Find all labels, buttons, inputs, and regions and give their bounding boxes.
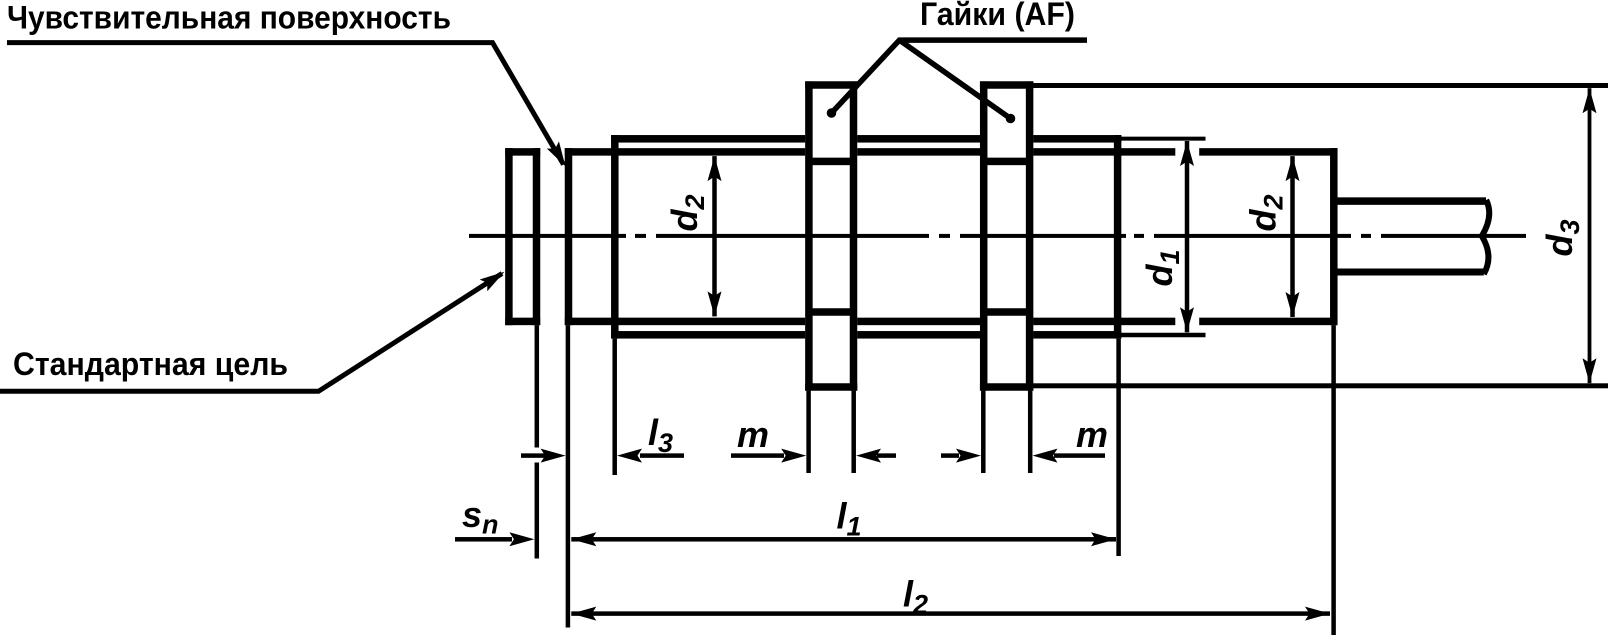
svg-text:d3: d3 [1539,219,1585,256]
svg-text:d1: d1 [1139,249,1185,286]
svg-text:Стандартная цель: Стандартная цель [13,346,288,382]
svg-text:l2: l2 [903,574,928,620]
svg-text:l3: l3 [648,412,673,458]
svg-text:m: m [737,414,769,455]
svg-text:d2: d2 [1243,194,1289,231]
svg-text:d2: d2 [664,194,710,231]
svg-text:sn: sn [462,494,499,540]
svg-text:Чувствительная поверхность: Чувствительная поверхность [7,0,451,36]
svg-text:Гайки (AF): Гайки (AF) [920,0,1075,32]
svg-text:l1: l1 [837,495,862,541]
svg-text:m: m [1076,414,1108,455]
